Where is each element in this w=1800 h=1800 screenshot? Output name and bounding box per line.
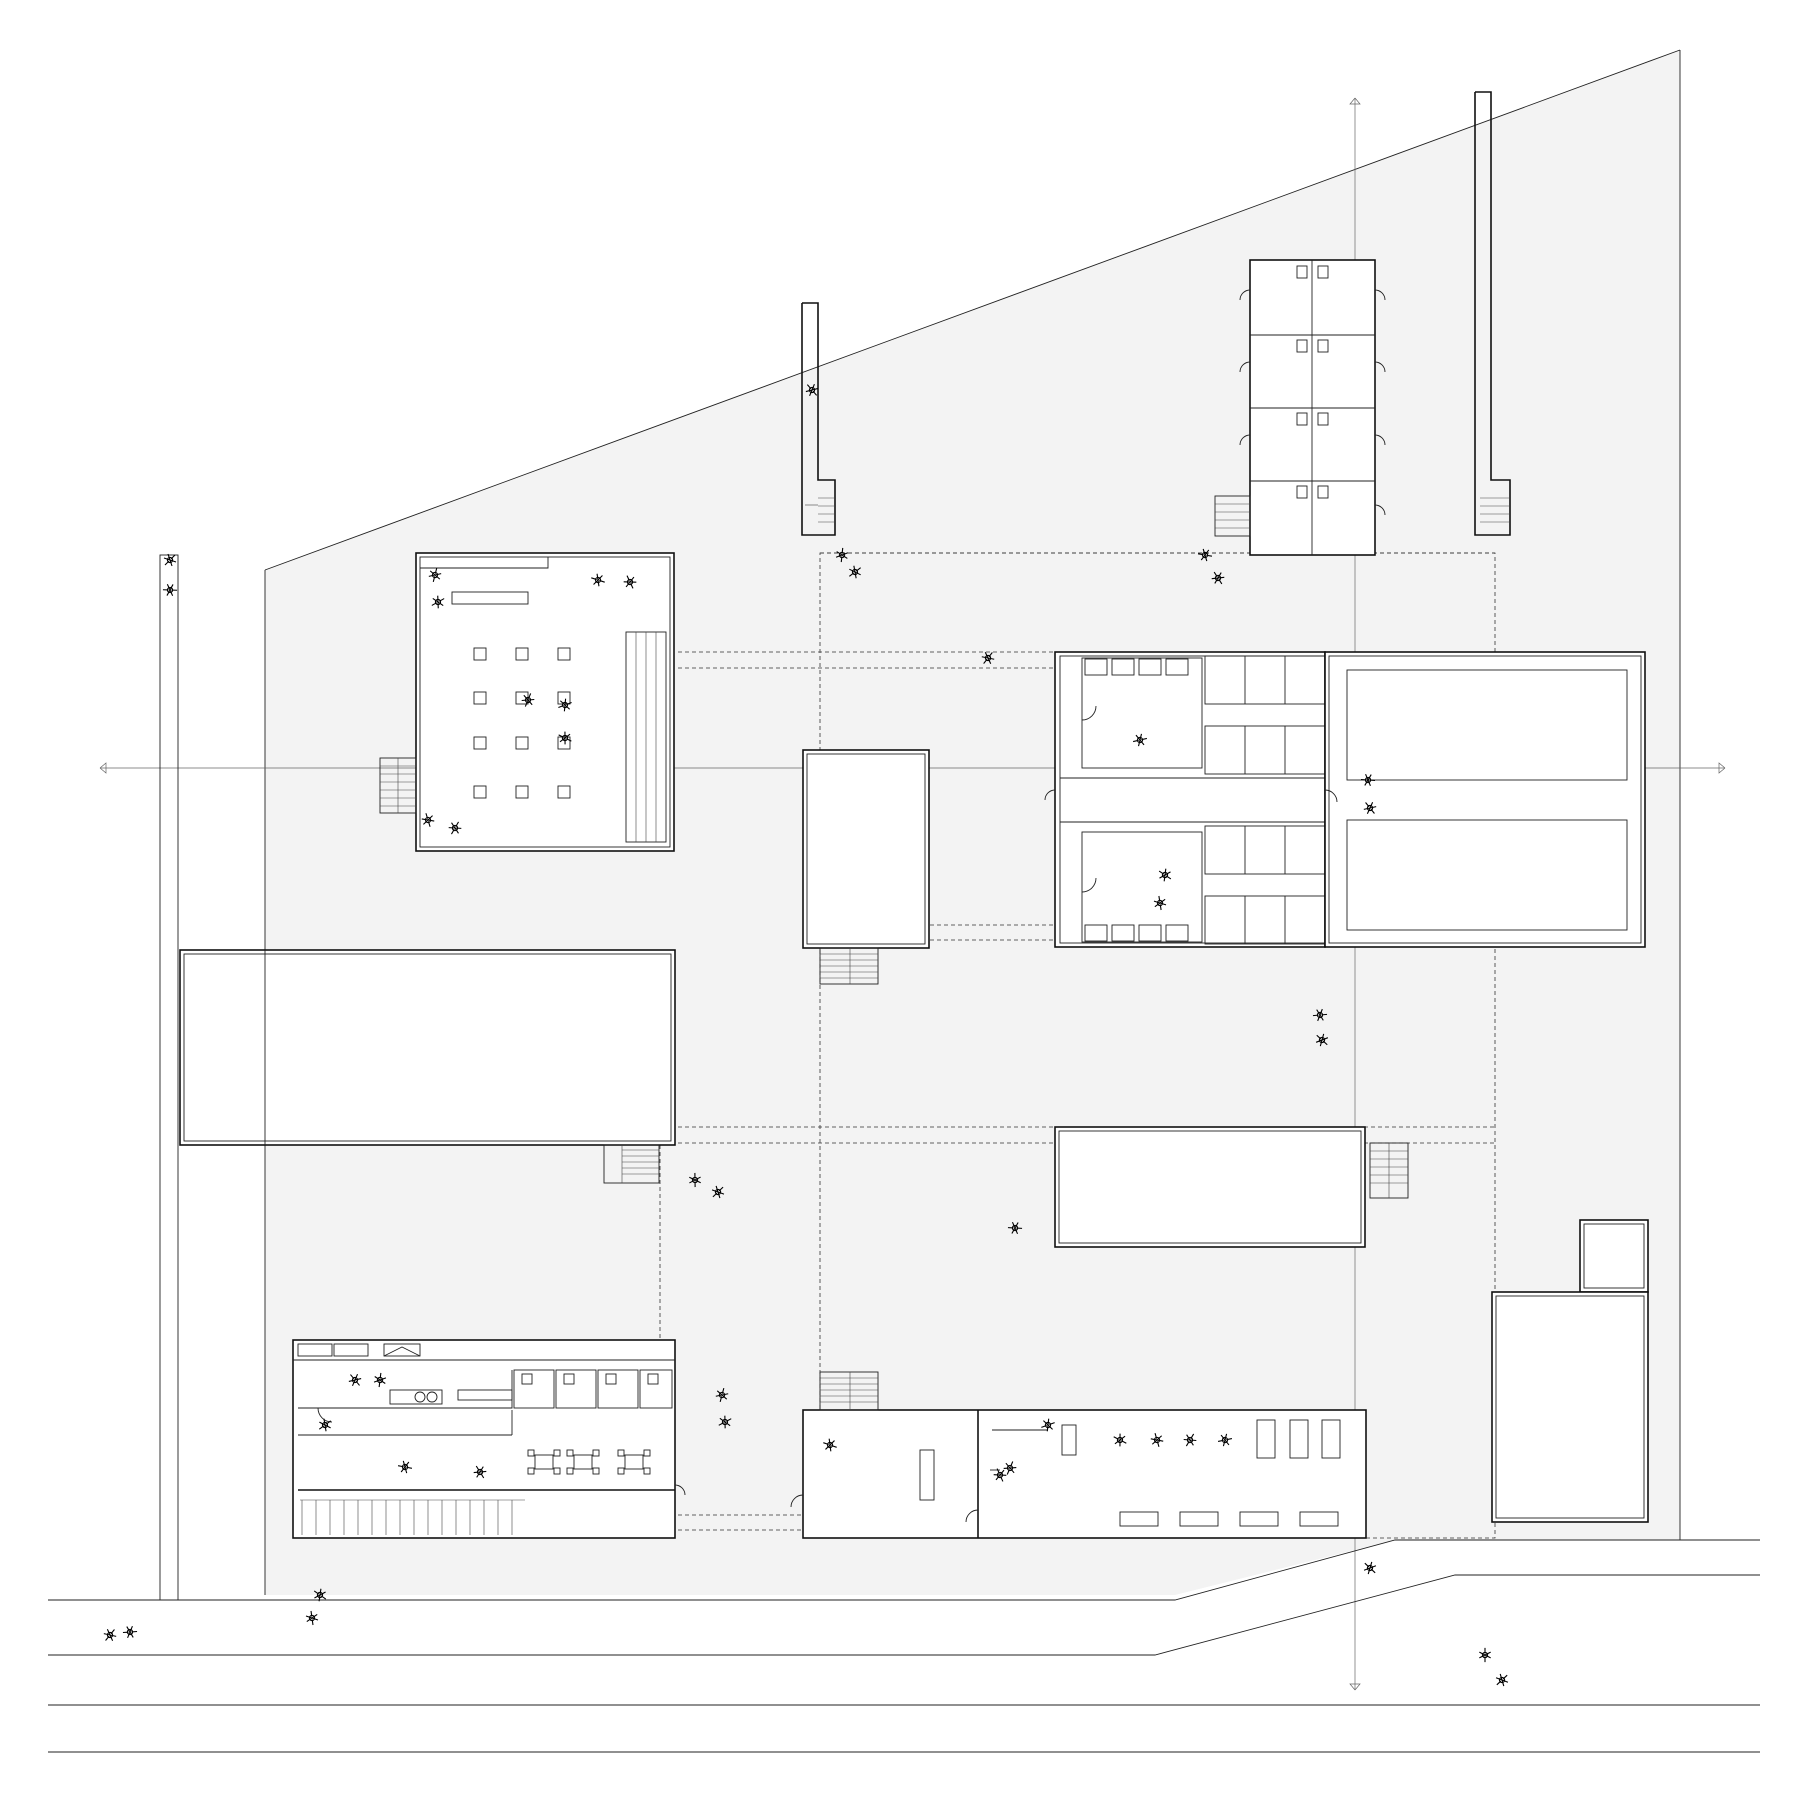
square-pavilion xyxy=(379,552,675,852)
person-figure xyxy=(162,584,178,596)
person-figure xyxy=(1217,1433,1233,1447)
person-figure xyxy=(1363,802,1377,814)
person-figure xyxy=(1132,733,1148,747)
person-figure xyxy=(623,575,637,589)
person-figure xyxy=(1312,1008,1328,1022)
person-figure xyxy=(849,565,861,579)
person-figure xyxy=(521,693,535,707)
person-figure xyxy=(1183,1433,1197,1447)
person-figure xyxy=(1315,1033,1329,1047)
cafe-building xyxy=(292,1339,686,1539)
person-figure xyxy=(558,698,572,712)
person-figure xyxy=(1041,1418,1055,1432)
person-figure xyxy=(711,1185,725,1199)
central-pavilion xyxy=(802,749,930,985)
gym-building xyxy=(790,1371,1367,1539)
person-figure xyxy=(397,1460,413,1474)
person-figure xyxy=(718,1415,732,1429)
pavilion-columns xyxy=(473,647,571,799)
person-figure xyxy=(823,1438,837,1452)
tall-wall-center xyxy=(801,302,836,536)
person-figure xyxy=(473,1465,487,1479)
person-figure xyxy=(1363,1561,1377,1575)
person-figure xyxy=(1158,868,1172,882)
person-figure xyxy=(1197,548,1213,562)
person-figure xyxy=(305,1610,319,1626)
person-figure xyxy=(318,1418,332,1432)
large-hall-left xyxy=(179,949,676,1184)
person-figure xyxy=(122,1625,138,1639)
street-lines xyxy=(48,1539,1760,1753)
person-figure xyxy=(591,573,605,587)
person-figure xyxy=(1150,1433,1164,1447)
person-figure xyxy=(805,383,819,397)
person-figure xyxy=(1153,895,1167,911)
service-block-right xyxy=(1491,1219,1649,1523)
changing-rooms-building xyxy=(1044,651,1326,948)
hall-mid-right xyxy=(1054,1126,1409,1248)
person-figure xyxy=(428,568,442,582)
person-figure xyxy=(431,595,445,609)
person-figure xyxy=(103,1629,117,1641)
person-figure xyxy=(715,1388,729,1402)
person-figure xyxy=(1003,1461,1017,1475)
person-figure xyxy=(313,1588,327,1602)
person-figure xyxy=(163,553,177,567)
person-figure xyxy=(1495,1673,1509,1687)
person-figure xyxy=(373,1372,387,1388)
gym-equipment xyxy=(990,1419,1341,1471)
person-figure xyxy=(1360,773,1376,787)
person-figure xyxy=(1113,1433,1127,1447)
left-boundary-wall xyxy=(159,554,179,1601)
person-figure xyxy=(348,1373,362,1387)
person-figure xyxy=(993,1468,1007,1482)
person-figure xyxy=(1479,1647,1491,1663)
person-figure xyxy=(1007,1221,1023,1235)
sports-courts-hall xyxy=(1324,651,1646,948)
people-figures xyxy=(103,383,1509,1687)
tall-wall-right xyxy=(1474,91,1511,536)
toilet-block xyxy=(1214,259,1386,556)
person-figure xyxy=(421,813,435,827)
person-figure xyxy=(1211,571,1225,585)
gym-benches xyxy=(1119,1511,1339,1527)
person-figure xyxy=(558,731,572,745)
person-figure xyxy=(981,652,995,664)
person-figure xyxy=(835,547,849,563)
person-figure xyxy=(689,1172,701,1188)
bike-rack xyxy=(300,1499,525,1535)
person-figure xyxy=(448,821,462,835)
